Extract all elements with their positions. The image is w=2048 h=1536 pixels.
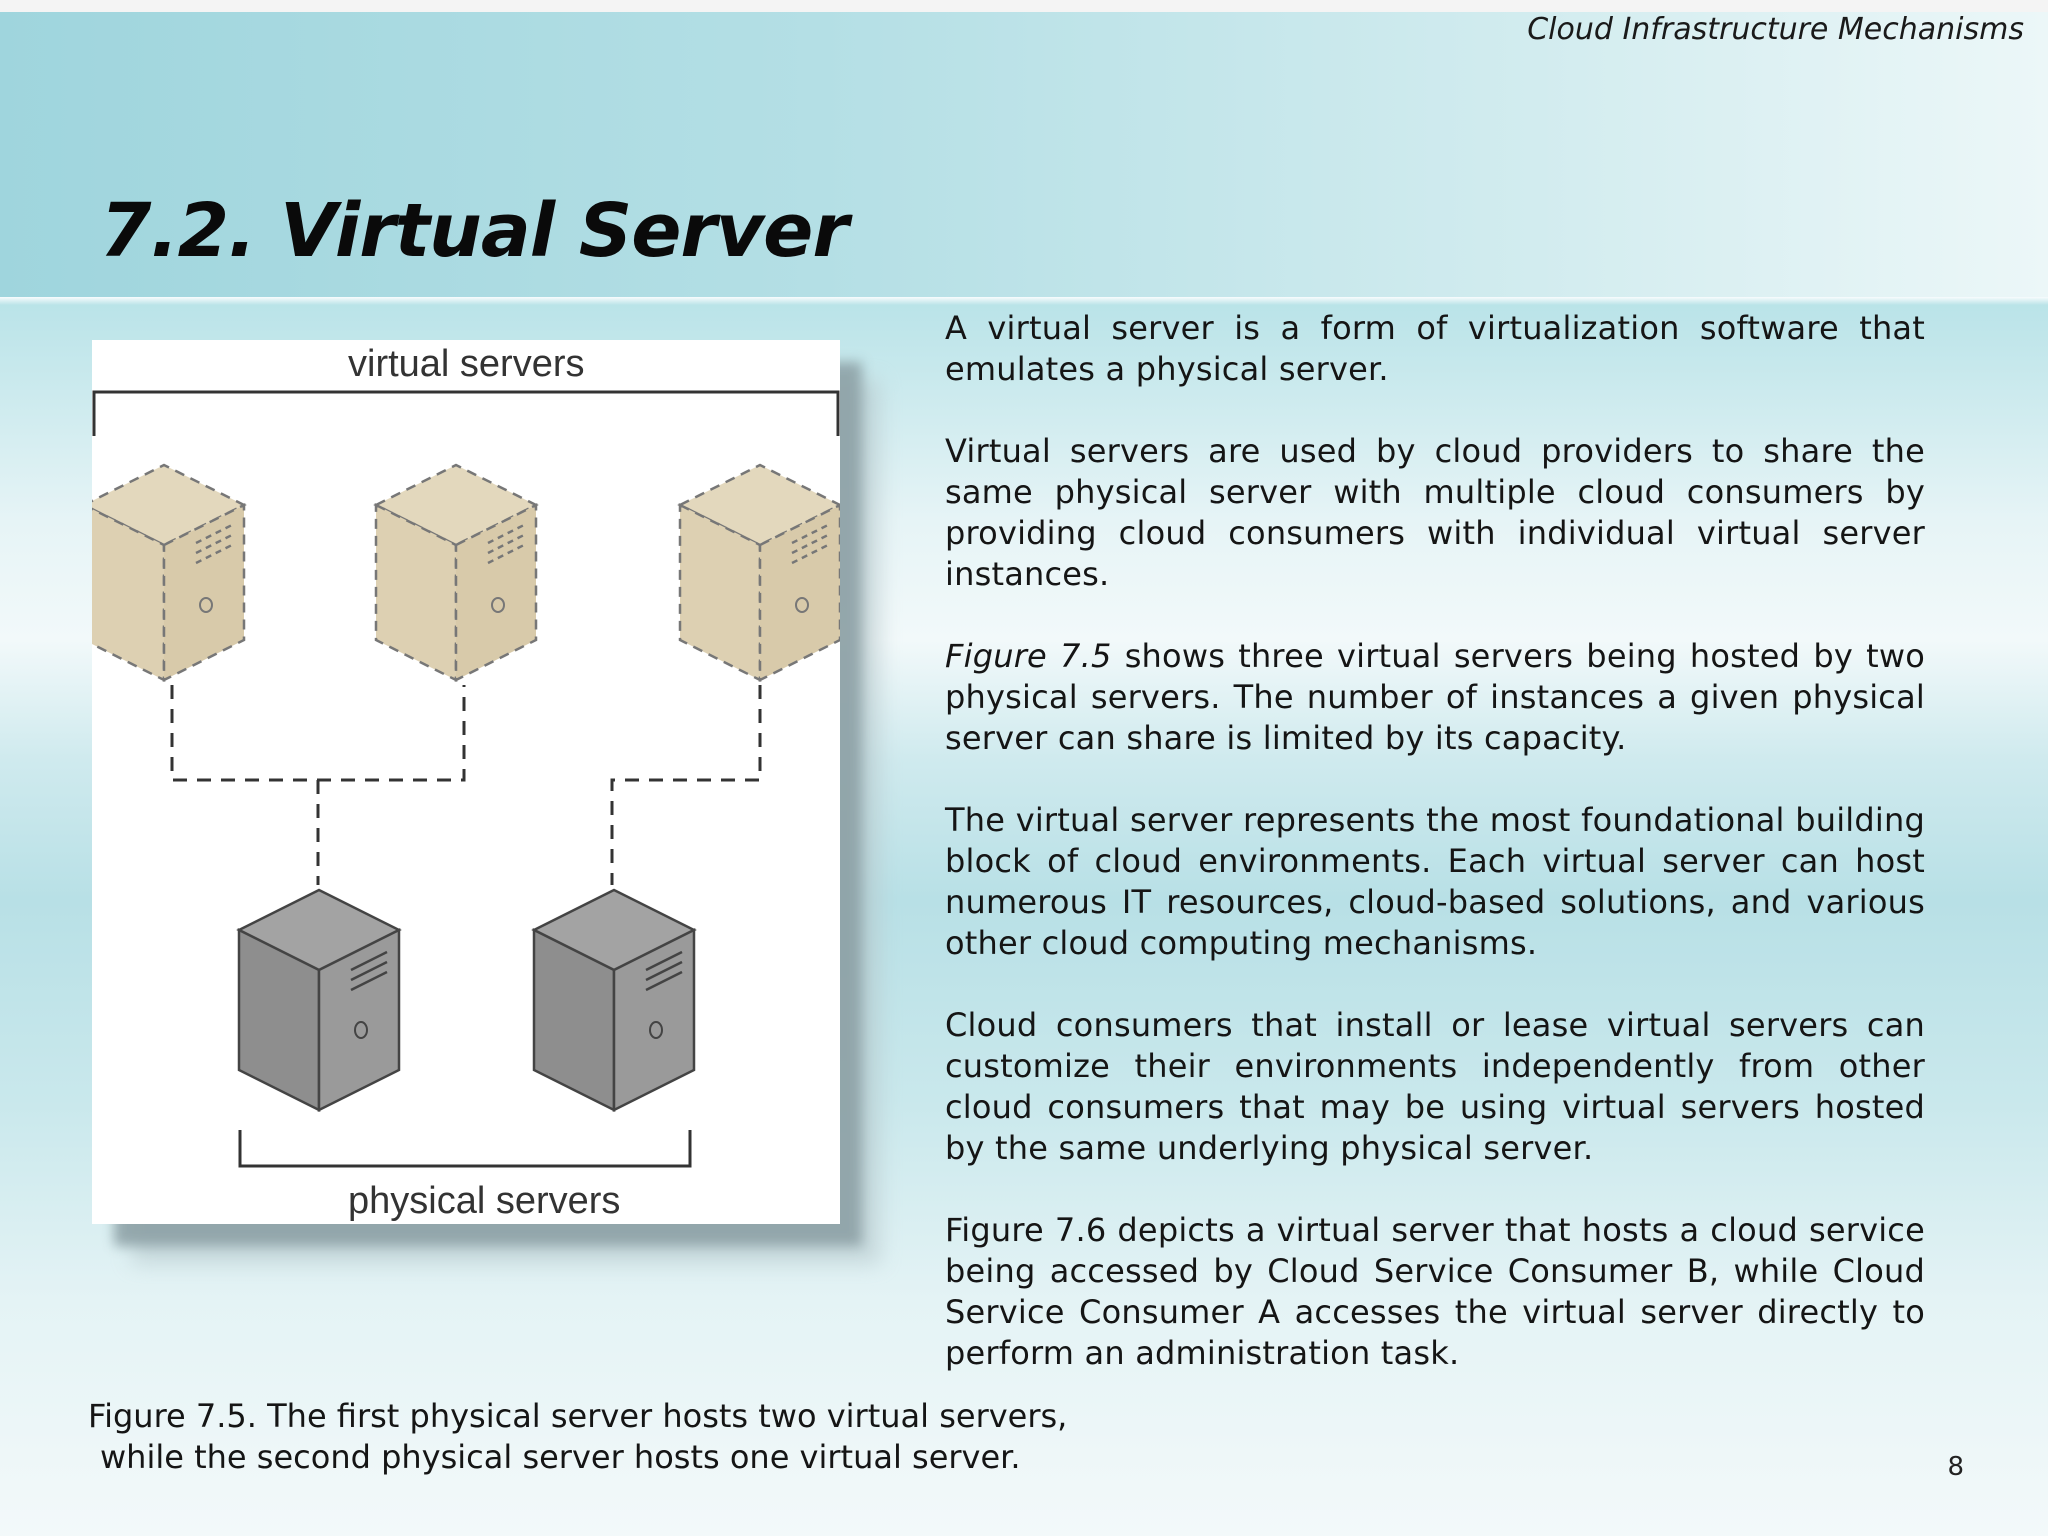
virtual-servers-label: virtual servers	[348, 343, 585, 385]
figure-7-5: virtual servers physical servers	[92, 340, 880, 1264]
top-strip	[0, 0, 2048, 12]
header-band	[0, 12, 2048, 305]
paragraph-2: Virtual servers are used by cloud provid…	[945, 432, 1925, 593]
page-title: 7.2. Virtual Server	[100, 188, 849, 274]
figure-panel: virtual servers physical servers	[92, 340, 840, 1224]
virtual-server-3	[678, 463, 840, 682]
figure-caption: Figure 7.5. The first physical server ho…	[88, 1396, 1088, 1478]
virtual-server-1	[92, 463, 246, 682]
body-text: A virtual server is a form of virtualiza…	[945, 308, 1925, 1374]
paragraph-3: Figure 7.5 shows three virtual servers b…	[945, 636, 1925, 759]
paragraph-6: Figure 7.6 depicts a virtual server that…	[945, 1211, 1925, 1372]
physical-server-2	[532, 888, 696, 1112]
virtual-server-2	[374, 463, 538, 682]
page-number: 8	[1947, 1452, 1964, 1482]
paragraph-3-text: shows three virtual servers being hosted…	[945, 637, 1926, 757]
paragraph-5: Cloud consumers that install or lease vi…	[945, 1006, 1925, 1167]
dashed-connectors	[170, 685, 762, 885]
virtual-servers-bracket	[92, 390, 840, 436]
caption-line-2: while the second physical server hosts o…	[100, 1438, 1021, 1476]
physical-servers-label: physical servers	[348, 1180, 621, 1222]
section-label: Cloud Infrastructure Mechanisms	[1527, 12, 2024, 47]
paragraph-4: The virtual server represents the most f…	[945, 801, 1925, 962]
physical-server-1	[237, 888, 401, 1112]
physical-servers-bracket	[238, 1130, 692, 1168]
caption-line-1: Figure 7.5. The first physical server ho…	[88, 1397, 1068, 1435]
figure-diagram	[92, 390, 840, 1168]
paragraph-1: A virtual server is a form of virtualiza…	[945, 309, 1925, 388]
figure-reference: Figure 7.5	[945, 637, 1112, 675]
